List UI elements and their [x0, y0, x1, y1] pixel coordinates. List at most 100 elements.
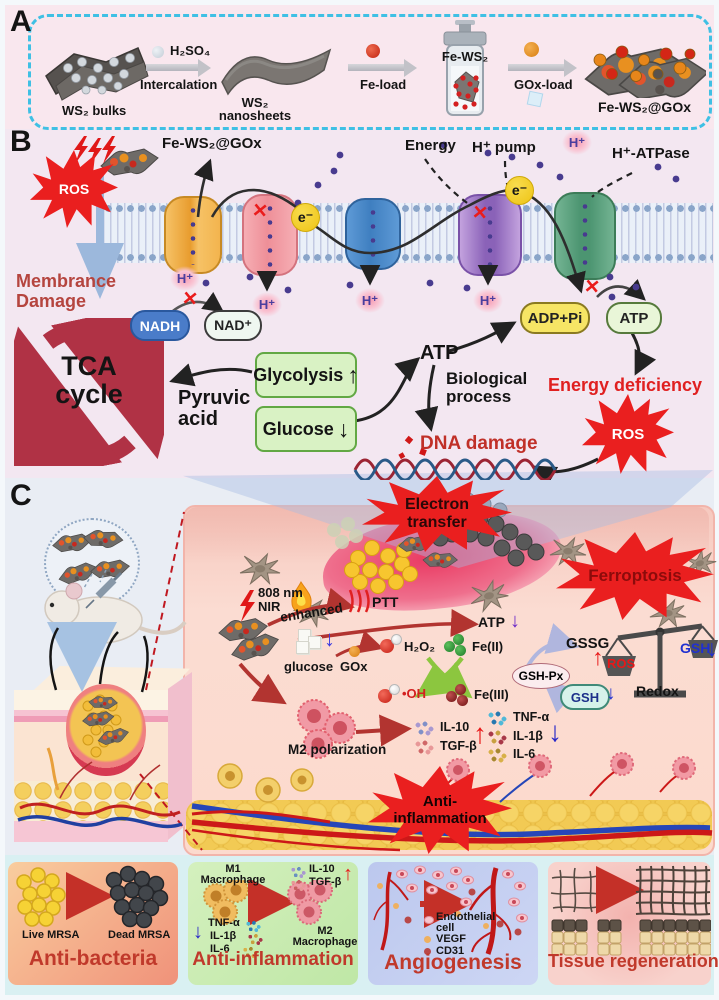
pyruvic-acid-label-1: Pyruvic	[178, 387, 251, 409]
intercalation-label: Intercalation	[140, 77, 218, 92]
oh-radical-icon	[378, 684, 402, 703]
cd31-legend-dot	[424, 948, 431, 955]
fe2-ions-icon	[444, 634, 470, 658]
h-atpase-label: H⁺-ATPase	[612, 145, 690, 162]
cube-wound-site	[66, 684, 146, 776]
anti-inflammation-label-2: inflammation	[393, 810, 487, 827]
fe-ws2-gox-nanosheet-icon	[100, 148, 159, 176]
sugar-cube-2	[308, 636, 321, 649]
atp-down-label: ATP	[478, 614, 505, 630]
up-glyph-inflammation: ↑	[343, 863, 353, 885]
glucose-label: Glucose	[262, 418, 334, 439]
membrane-damage-label-2: Damage	[16, 291, 87, 311]
oh-label: •OH	[402, 686, 427, 701]
nanosheet-magnifier-circle	[44, 518, 140, 608]
h-plus-label: H⁺	[479, 292, 497, 308]
endothelial-legend-dot	[424, 916, 434, 924]
energy-deficiency-label: Energy deficiency	[548, 375, 703, 395]
dead-mrsa-label: Dead MRSA	[108, 929, 171, 941]
m2-polarization-label: M2 polarization	[288, 742, 387, 757]
live-mrsa-label: Live MRSA	[22, 929, 80, 941]
glucose-box: Glucose↓	[255, 406, 357, 452]
fe-load-label: Fe-load	[360, 77, 407, 92]
gsh-px-oval: GSH-Px	[512, 663, 570, 689]
nad-label: NAD⁺	[214, 317, 252, 333]
protein-complex-atpase	[554, 192, 616, 280]
ws2-bulks-label: WS₂ bulks	[62, 103, 127, 118]
il6-label: IL-6	[513, 747, 536, 761]
electron-transfer-label-1: Electron	[404, 496, 469, 513]
h-plus-label: H⁺	[258, 296, 276, 312]
endothelial-label-2: cell	[436, 922, 455, 934]
panel-a-dashed-border	[28, 14, 712, 130]
down-arrow-glyph: ↓	[337, 415, 350, 442]
h2so4-molecule-icon	[152, 46, 164, 58]
ros-label: ROS	[611, 425, 645, 443]
protein-complex-blue	[345, 198, 401, 270]
il6-dots-icon	[487, 748, 508, 763]
ice-cube-icon	[526, 90, 544, 108]
tgfb-dots-icon	[414, 740, 435, 755]
ws2-nanosheet-icon	[221, 48, 332, 96]
atp-down-glyph: ↓	[510, 610, 520, 632]
fe3-ions-icon	[446, 684, 472, 708]
nadh-label: NADH	[139, 317, 181, 334]
gox-label: GOx	[340, 659, 368, 674]
energy-label: Energy	[405, 137, 456, 154]
m2-macrophage-label-2: Macrophage	[292, 936, 358, 948]
ptt-label: PTT	[372, 594, 399, 610]
vegf-label: VEGF	[436, 933, 466, 945]
il10-small-label: IL-10	[309, 863, 335, 875]
h-plus-chip-3: H⁺	[355, 288, 385, 313]
protein-complex-purple	[458, 194, 522, 276]
gox-load-arrow	[508, 58, 577, 77]
il1b-dots-small	[247, 933, 264, 946]
glucose-label: glucose	[284, 659, 334, 674]
h-pump-label: H⁺ pump	[472, 139, 536, 156]
h2so4-label: H₂SO₄	[170, 43, 211, 58]
blocked-x-pink-complex: ✕	[250, 200, 269, 223]
h-plus-chip-4: H⁺	[473, 288, 503, 313]
ferroptosis-label: Ferroptosis	[588, 566, 682, 585]
blocked-x-nadh: ✕	[180, 288, 199, 311]
ws2-nanosheets-label-2: nanosheets	[218, 108, 292, 123]
h-plus-label: H⁺	[568, 134, 586, 150]
fe-ion-icon	[366, 44, 380, 58]
fe2-label: Fe(II)	[472, 639, 504, 654]
il10-dots-icon	[414, 721, 435, 736]
electron-badge-1: e⁻	[291, 203, 320, 232]
m1-macrophage-label-1: M1	[225, 863, 241, 875]
biological-process-label-2: process	[446, 387, 512, 406]
h2o2-label: H₂O₂	[404, 639, 436, 654]
gsh-pill-label: GSH	[570, 689, 600, 705]
blocked-x-atp-synthesis: ✕	[582, 276, 601, 299]
ros-scale-label: ROS	[607, 656, 636, 671]
blocked-x-purple-complex: ✕	[470, 202, 489, 225]
fe-ws2-gox-product-icon	[584, 45, 706, 98]
tnfa-dots-icon	[487, 711, 508, 726]
magnified-nanosheets	[52, 525, 130, 586]
protein-complex-pink	[242, 194, 298, 276]
h-plus-label: H⁺	[176, 270, 194, 286]
m1-macrophage-label-2: Macrophage	[200, 874, 266, 886]
fat-layer	[14, 781, 168, 821]
tca-cycle-icon	[14, 318, 164, 466]
h2o2-molecule-icon	[380, 634, 404, 653]
tgfb-dots-small	[290, 879, 307, 892]
m2-macrophage-label-1: M2	[317, 925, 333, 937]
intercalation-arrow	[146, 58, 211, 77]
il1b-label: IL-1β	[513, 729, 543, 743]
electron-transfer-label-2: transfer	[407, 514, 467, 531]
glycolysis-label: Glycolysis	[253, 364, 344, 385]
tnfa-label: TNF-α	[513, 710, 550, 724]
glycolysis-box: Glycolysis↑	[253, 352, 359, 398]
gsh-px-label: GSH-Px	[518, 669, 564, 683]
angiogenesis-title: Angiogenesis	[384, 951, 522, 974]
nir-label-2: NIR	[258, 599, 281, 614]
electron-label: e⁻	[297, 209, 314, 225]
cytokine-up-glyph: ↑	[473, 718, 487, 749]
nir-label-1: 808 nm	[258, 585, 303, 600]
ws2-bulks-icon	[45, 47, 149, 101]
fe-ws2-gox-product-label: Fe-WS₂@GOx	[598, 99, 691, 115]
